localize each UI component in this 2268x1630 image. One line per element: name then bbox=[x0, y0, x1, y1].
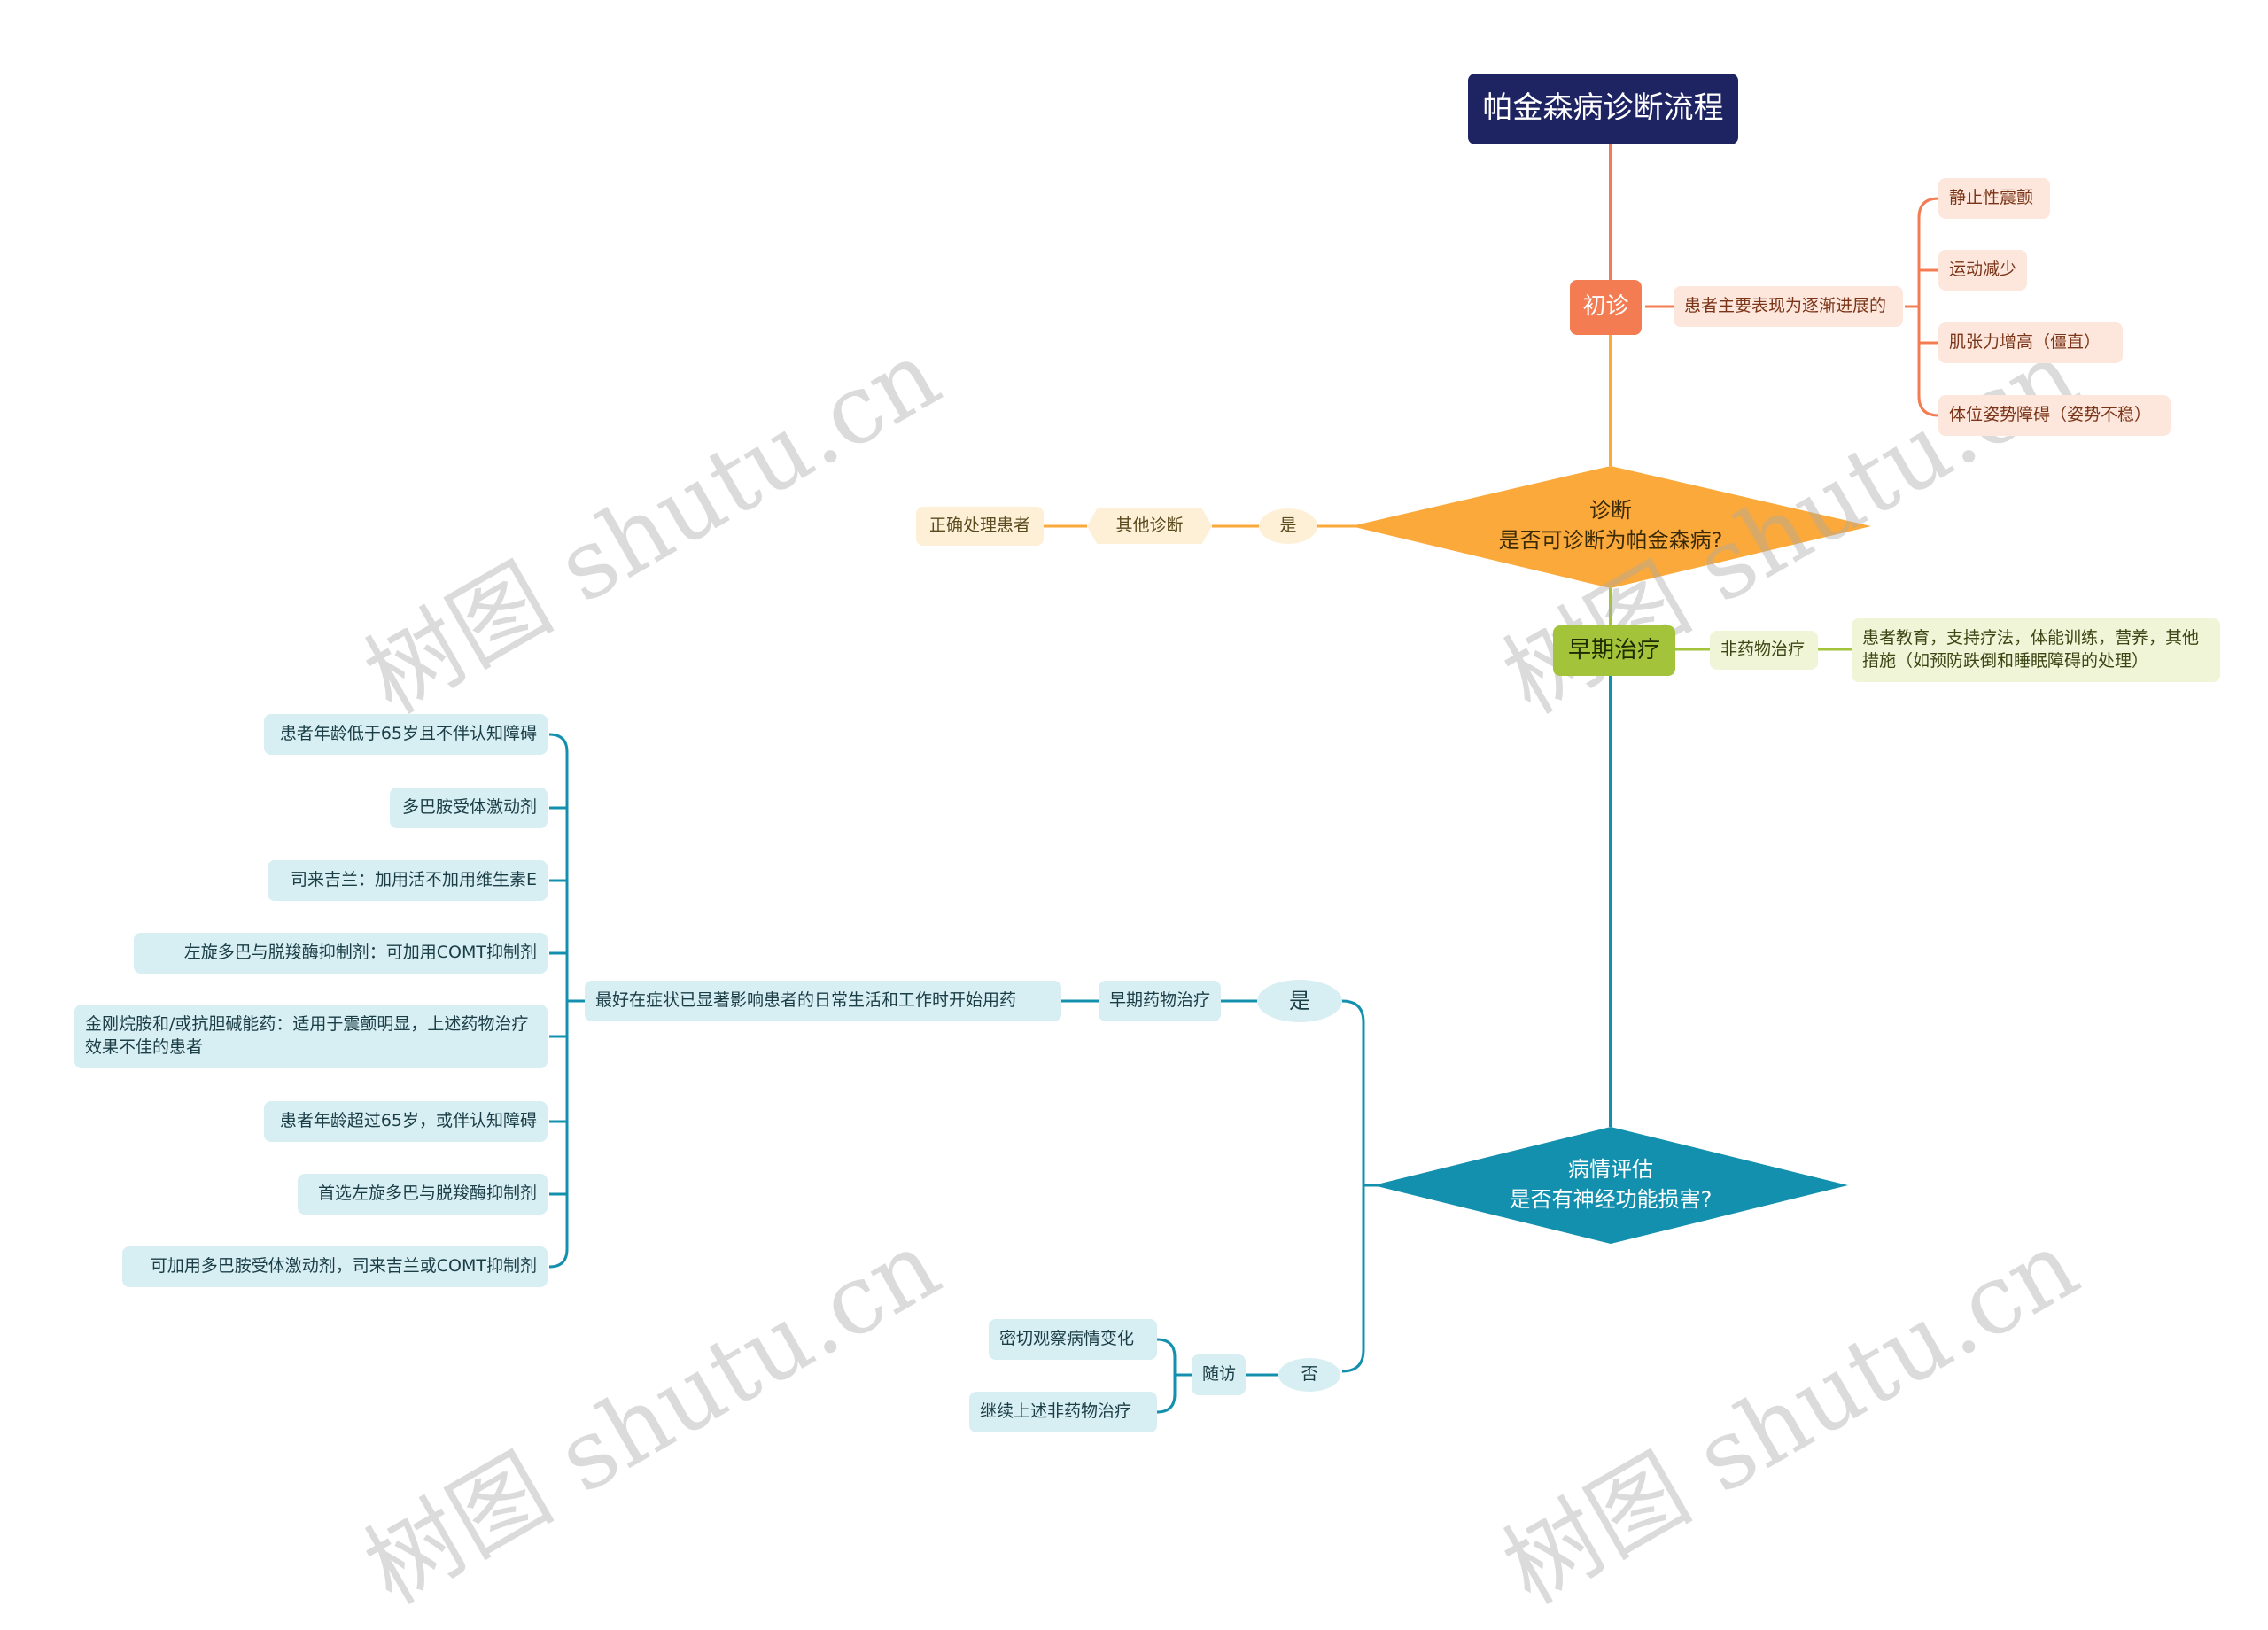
diagnosis-decision[interactable]: 诊断 是否可诊断为帕金森病? bbox=[1382, 489, 1839, 563]
drug-item-node[interactable]: 可加用多巴胺受体激动剂，司来吉兰或COMT抑制剂 bbox=[122, 1246, 548, 1287]
diagnosis-line1: 诊断 bbox=[1589, 498, 1632, 524]
non-drug-treatment-node[interactable]: 非药物治疗 bbox=[1710, 631, 1818, 670]
followup-item-node[interactable]: 密切观察病情变化 bbox=[989, 1319, 1157, 1360]
root-title-node[interactable]: 帕金森病诊断流程 bbox=[1468, 74, 1738, 144]
assessment-decision[interactable]: 病情评估 是否有神经功能损害? bbox=[1400, 1148, 1821, 1222]
followup-node[interactable]: 随访 bbox=[1192, 1354, 1246, 1395]
drug-item-node[interactable]: 司来吉兰：加用活不加用维生素E bbox=[268, 860, 548, 901]
diagnosis-line2: 是否可诊断为帕金森病? bbox=[1498, 528, 1723, 553]
initial-visit-node[interactable]: 初诊 bbox=[1570, 280, 1642, 335]
main-symptom-node[interactable]: 患者主要表现为逐渐进展的 bbox=[1674, 286, 1903, 327]
symptom-node[interactable]: 肌张力增高（僵直） bbox=[1938, 322, 2123, 363]
diagnosis-yes-label[interactable]: 是 bbox=[1259, 508, 1317, 544]
drug-item-node[interactable]: 多巴胺受体激动剂 bbox=[390, 788, 548, 828]
assessment-yes-label[interactable]: 是 bbox=[1257, 980, 1342, 1022]
start-drug-node[interactable]: 最好在症状已显著影响患者的日常生活和工作时开始用药 bbox=[585, 981, 1061, 1021]
early-treatment-node[interactable]: 早期治疗 bbox=[1553, 625, 1675, 676]
other-diagnosis-node[interactable]: 其他诊断 bbox=[1087, 508, 1212, 544]
drug-item-node[interactable]: 患者年龄低于65岁且不伴认知障碍 bbox=[264, 714, 548, 755]
followup-item-node[interactable]: 继续上述非药物治疗 bbox=[969, 1392, 1157, 1432]
mind-map-canvas: 树图 shutu.cn 树图 shutu.cn 树图 shutu.cn 树图 s… bbox=[74, 74, 2220, 1626]
symptom-node[interactable]: 运动减少 bbox=[1938, 250, 2027, 291]
assessment-no-label[interactable]: 否 bbox=[1278, 1358, 1340, 1392]
symptom-node[interactable]: 静止性震颤 bbox=[1938, 178, 2050, 219]
drug-item-node[interactable]: 患者年龄超过65岁，或伴认知障碍 bbox=[264, 1101, 548, 1142]
symptom-node[interactable]: 体位姿势障碍（姿势不稳） bbox=[1938, 395, 2171, 436]
drug-item-node[interactable]: 首选左旋多巴与脱羧酶抑制剂 bbox=[298, 1174, 548, 1215]
drug-item-node[interactable]: 左旋多巴与脱羧酶抑制剂：可加用COMT抑制剂 bbox=[134, 933, 548, 974]
non-drug-detail-node[interactable]: 患者教育，支持疗法，体能训练，营养，其他措施（如预防跌倒和睡眠障碍的处理） bbox=[1852, 618, 2220, 682]
assessment-line1: 病情评估 bbox=[1568, 1157, 1653, 1183]
assessment-line2: 是否有神经功能损害? bbox=[1509, 1187, 1713, 1212]
connector-layer bbox=[548, 144, 1939, 1414]
handle-patient-node[interactable]: 正确处理患者 bbox=[916, 507, 1044, 546]
drug-item-node[interactable]: 金刚烷胺和/或抗胆碱能药：适用于震颤明显，上述药物治疗效果不佳的患者 bbox=[74, 1005, 548, 1068]
assessment-diamond-shape bbox=[1373, 1127, 1848, 1244]
early-drug-treatment-node[interactable]: 早期药物治疗 bbox=[1099, 981, 1221, 1021]
diagnosis-diamond-shape bbox=[1351, 466, 1871, 588]
